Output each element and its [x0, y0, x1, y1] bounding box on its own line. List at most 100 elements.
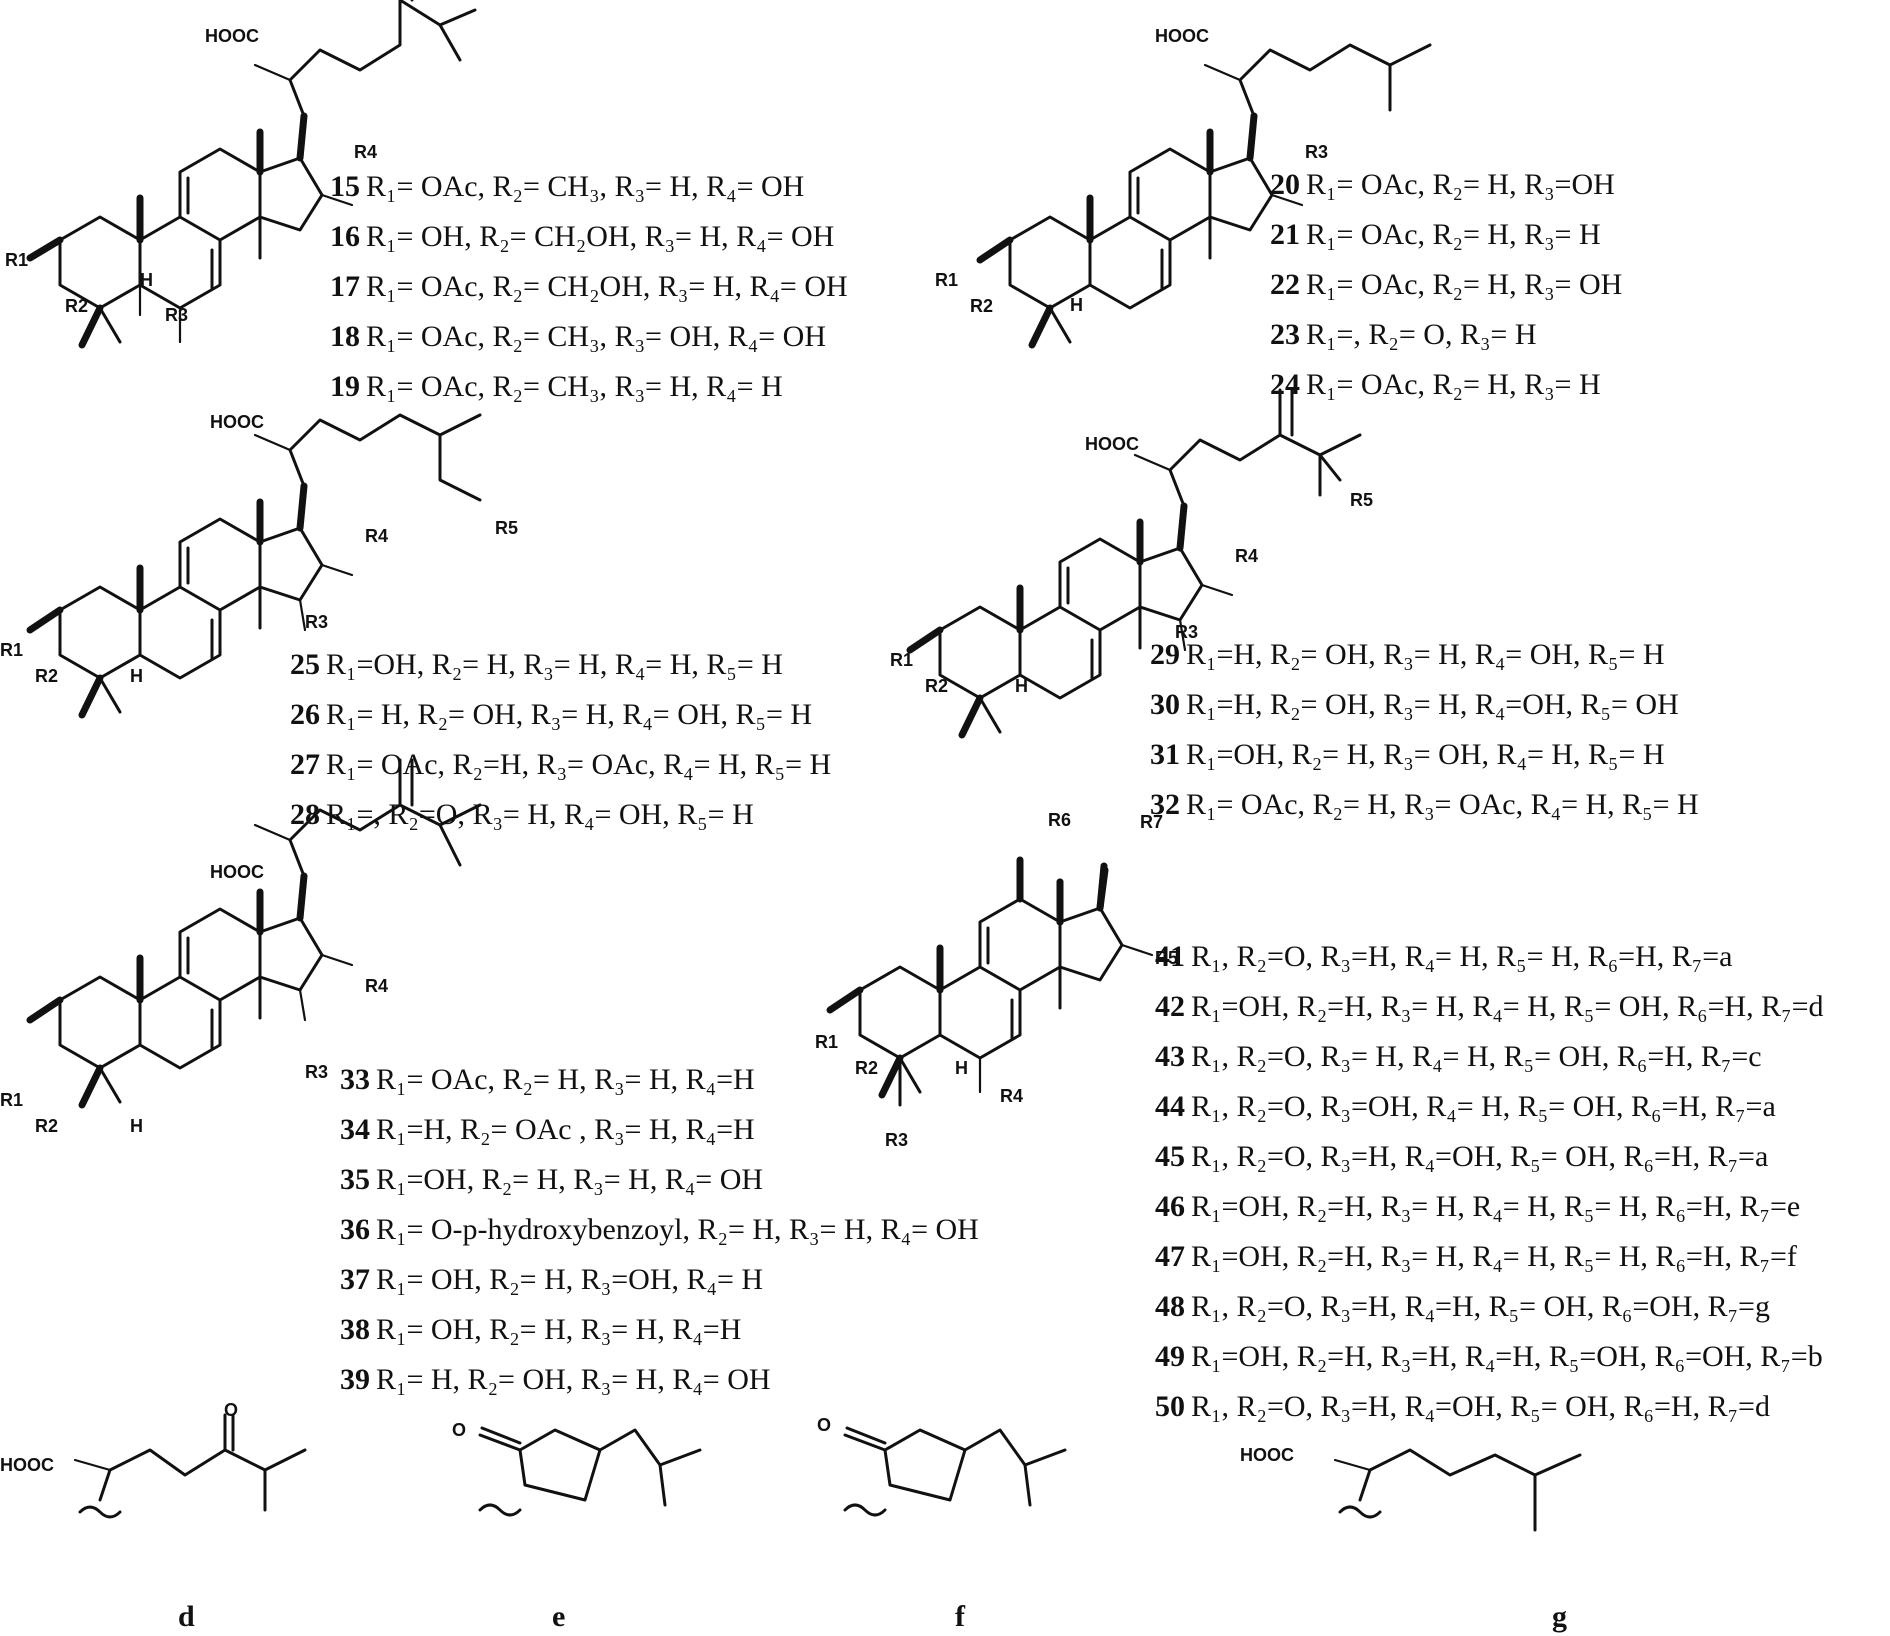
compound-number: 32: [1150, 788, 1180, 821]
r4-label-15: R4: [354, 142, 378, 162]
compound-substituents: R₁=H, R₂= OH, R₃= H, R₄=OH, R₅= OH: [1186, 688, 1679, 721]
compound-substituents: R₁= OAc, R₂= CH₃, R₃= OH, R₄= OH: [366, 320, 826, 353]
compound-number: 50: [1155, 1390, 1185, 1423]
compound-number: 21: [1270, 218, 1300, 251]
h-label-15: H: [140, 270, 153, 290]
compound-number: 41: [1155, 940, 1185, 973]
compound-number: 22: [1270, 268, 1300, 301]
compound-substituents: R₁= OH, R₂= H, R₃= H, R₄=H: [376, 1313, 742, 1346]
compound-substituents: R₁, R₂=O, R₃=H, R₄=OH, R₅= OH, R₆=H, R₇=…: [1191, 1390, 1770, 1423]
lactone-o-label-f: O: [817, 1415, 832, 1435]
compound-number: 23: [1270, 318, 1300, 351]
compound-number: 35: [340, 1163, 370, 1196]
compound-substituents: R₁=OH, R₂=H, R₃=H, R₄=H, R₅=OH, R₆=OH, R…: [1191, 1340, 1823, 1373]
compound-substituents: R₁= OAc, R₂=H, R₃= OAc, R₄= H, R₅= H: [326, 748, 832, 781]
structure-33-39: [26, 758, 482, 1105]
compound-number: 20: [1270, 168, 1300, 201]
r4-label-41: R4: [1000, 1086, 1024, 1106]
compound-number: 38: [340, 1313, 370, 1346]
compound-number: 48: [1155, 1290, 1185, 1323]
compound-number: 44: [1155, 1090, 1185, 1123]
hooc-label-20: HOOC: [1155, 26, 1209, 46]
side-chain-label-e: e: [552, 1600, 566, 1633]
compound-substituents: R₁= OAc, R₂= H, R₃= H: [1306, 368, 1601, 401]
r5-label-41: R5: [1155, 948, 1179, 968]
r1-label-20: R1: [935, 270, 959, 290]
compound-number: 29: [1150, 638, 1180, 671]
lactone-o-label-e: O: [452, 1420, 467, 1440]
side-chain-label-d: d: [178, 1600, 195, 1633]
compound-substituents: R₁=, R₂=O, R₃= H, R₄= OH, R₅= H: [326, 798, 754, 831]
r4-label-33: R4: [365, 976, 389, 996]
r2-label-29: R2: [925, 676, 949, 696]
compound-substituents: R₁= OAc, R₂= H, R₃= H: [1306, 218, 1601, 251]
compound-substituents: R₁= H, R₂= OH, R₃= H, R₄= OH: [376, 1363, 771, 1396]
hooc-label-d: HOOC: [0, 1455, 54, 1475]
r1-label-33: R1: [0, 1090, 24, 1110]
r3-label-33: R3: [305, 1062, 329, 1082]
h-label-33: H: [130, 1116, 143, 1136]
compound-substituents: R₁= OH, R₂= H, R₃=OH, R₄= H: [376, 1263, 764, 1296]
compound-substituents: R₁=H, R₂= OAc , R₃= H, R₄=H: [376, 1113, 755, 1146]
structure-20-24: [976, 43, 1432, 345]
compound-substituents: R₁= OAc, R₂= CH₃, R₃= H, R₄= H: [366, 370, 783, 403]
compound-number: 24: [1270, 368, 1300, 401]
r3-label-15: R3: [165, 305, 189, 325]
compound-number: 45: [1155, 1140, 1185, 1173]
compound-number: 25: [290, 648, 320, 681]
r1-label-15: R1: [5, 250, 29, 270]
compound-number: 17: [330, 270, 360, 303]
compound-substituents: R₁=, R₂= O, R₃= H: [1306, 318, 1537, 351]
side-chain-e: [478, 1426, 702, 1517]
r6-label-41: R6: [1048, 810, 1072, 830]
ketone-o-label: O: [224, 1400, 239, 1420]
compound-number: 19: [330, 370, 360, 403]
compound-substituents: R₁= OAc, R₂= CH₃, R₃= H, R₄= OH: [366, 170, 805, 203]
structure-15-19: [26, 0, 477, 345]
compound-substituents: R₁= OAc, R₂= H, R₃= H, R₄=H: [376, 1063, 755, 1096]
compound-number: 33: [340, 1063, 370, 1096]
compound-number: 18: [330, 320, 360, 353]
side-chain-label-f: f: [955, 1600, 965, 1633]
compound-number: 49: [1155, 1340, 1185, 1373]
r3-label-41: R3: [885, 1130, 909, 1150]
r3-label-29: R3: [1175, 622, 1199, 642]
compound-substituents: R₁, R₂=O, R₃=H, R₄=OH, R₅= OH, R₆=H, R₇=…: [1191, 1140, 1769, 1173]
compound-number: 34: [340, 1113, 370, 1146]
compound-substituents: R₁= OH, R₂= CH₂OH, R₃= H, R₄= OH: [366, 220, 835, 253]
compound-number: 42: [1155, 990, 1185, 1023]
side-chain-g: [1333, 1448, 1582, 1532]
compound-number: 39: [340, 1363, 370, 1396]
r1-label-25: R1: [0, 640, 24, 660]
r1-label-41: R1: [815, 1032, 839, 1052]
r2-label-41: R2: [855, 1058, 879, 1078]
compound-number: 36: [340, 1213, 370, 1246]
compound-substituents: R₁=OH, R₂=H, R₃= H, R₄= H, R₅= H, R₆=H, …: [1191, 1240, 1797, 1273]
compound-number: 31: [1150, 738, 1180, 771]
r2-label-20: R2: [970, 296, 994, 316]
structure-25-28: [26, 413, 482, 715]
compound-number: 16: [330, 220, 360, 253]
